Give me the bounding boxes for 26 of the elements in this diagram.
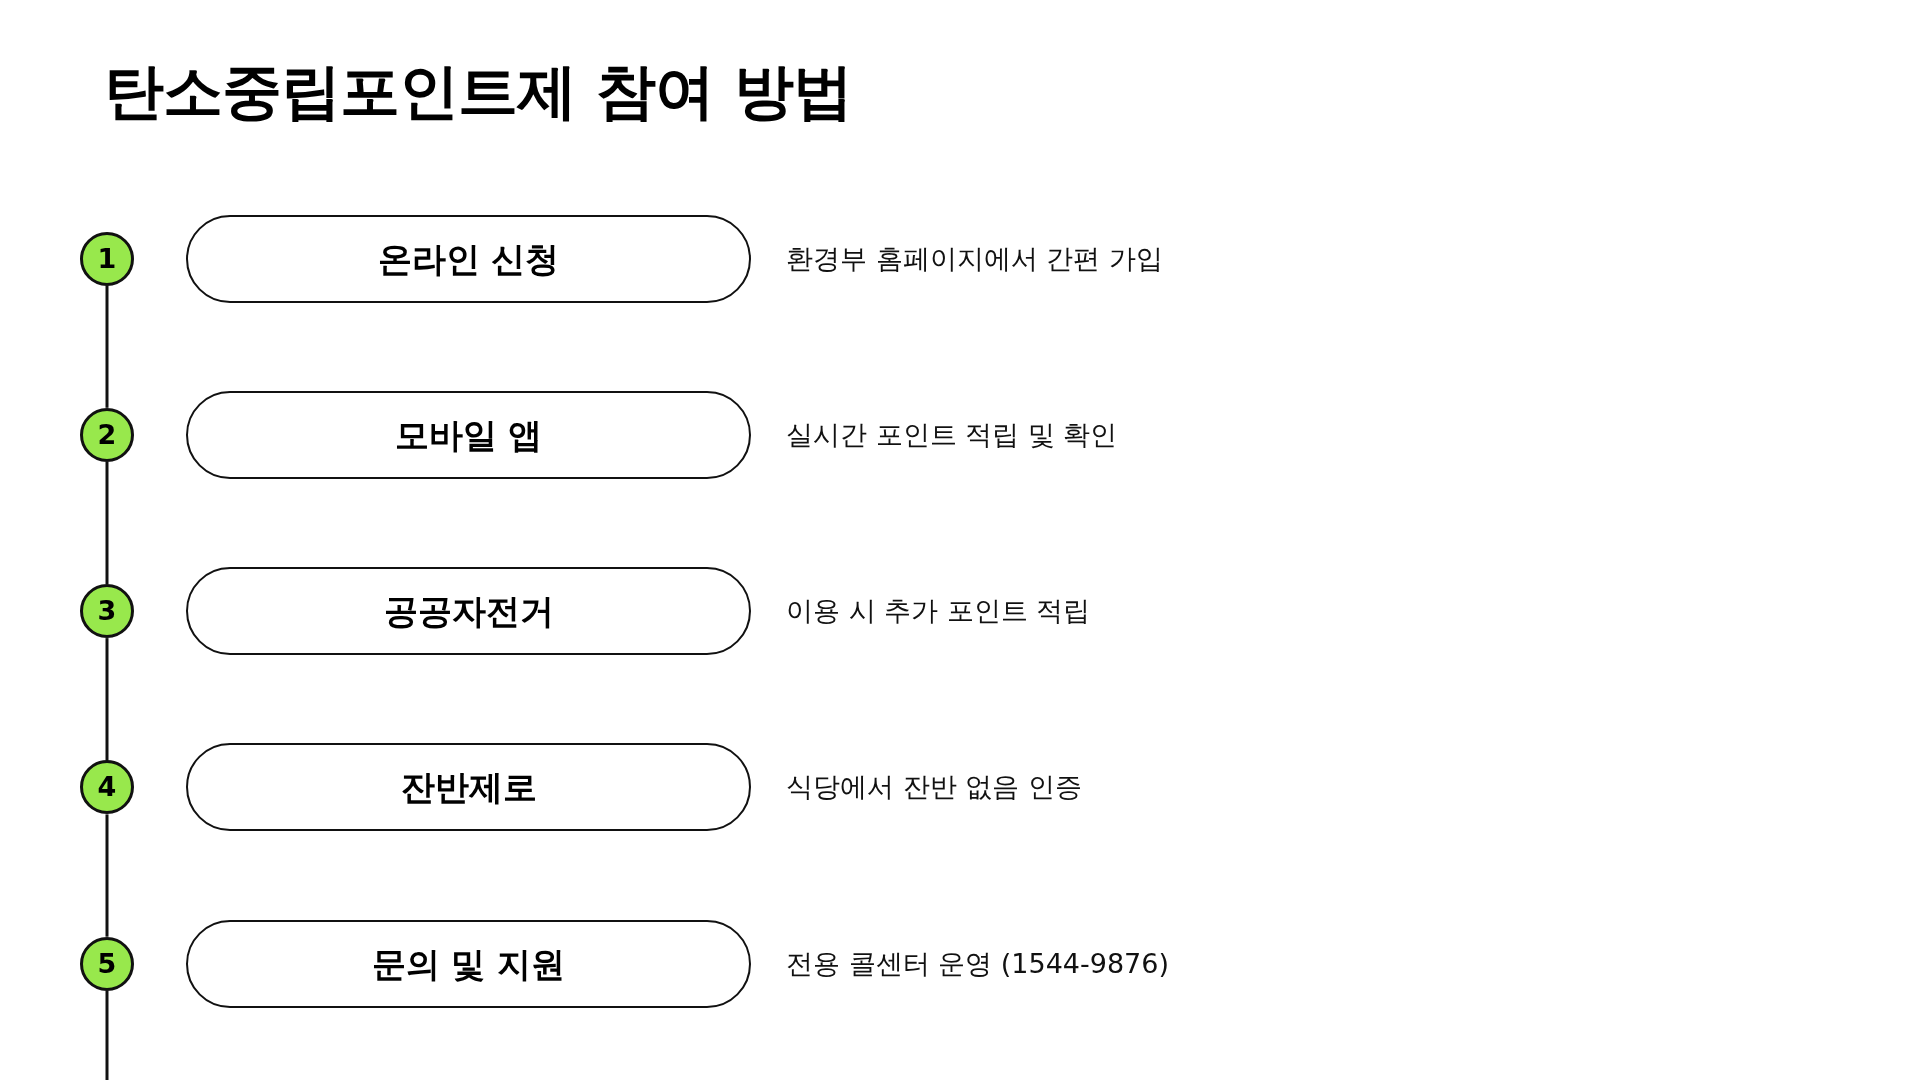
- step-description: 환경부 홈페이지에서 간편 가입: [786, 241, 1163, 276]
- step-title: 공공자전거: [383, 591, 554, 632]
- timeline-connector: [105, 285, 109, 408]
- step-number: 4: [97, 772, 117, 803]
- timeline-connector: [105, 461, 109, 585]
- step-title: 문의 및 지원: [371, 943, 566, 984]
- step-number-circle: [80, 936, 134, 991]
- step-number: 2: [97, 419, 117, 450]
- step-number-circle: [80, 760, 134, 815]
- step-description: 전용 콜센터 운영 (1544-9876): [786, 946, 1169, 981]
- timeline-connector: [105, 638, 109, 761]
- step-number: 1: [97, 243, 117, 274]
- step-description: 식당에서 잔반 없음 인증: [786, 770, 1082, 805]
- step-title: 모바일 앱: [394, 414, 543, 455]
- timeline-connector: [105, 990, 109, 1080]
- step-description: 실시간 포인트 적립 및 확인: [786, 417, 1118, 452]
- step-title: 잔반제로: [400, 767, 537, 808]
- step-number-circle: [80, 584, 134, 639]
- timeline-connector: [105, 814, 109, 937]
- diagram-title: 탄소중립포인트제 참여 방법: [104, 60, 852, 122]
- step-number: 3: [97, 596, 117, 627]
- step-description: 이용 시 추가 포인트 적립: [786, 594, 1091, 629]
- step-title: 온라인 신청: [377, 238, 560, 279]
- step-number-circle: [80, 231, 134, 286]
- step-number-circle: [80, 407, 134, 462]
- step-number: 5: [97, 948, 117, 979]
